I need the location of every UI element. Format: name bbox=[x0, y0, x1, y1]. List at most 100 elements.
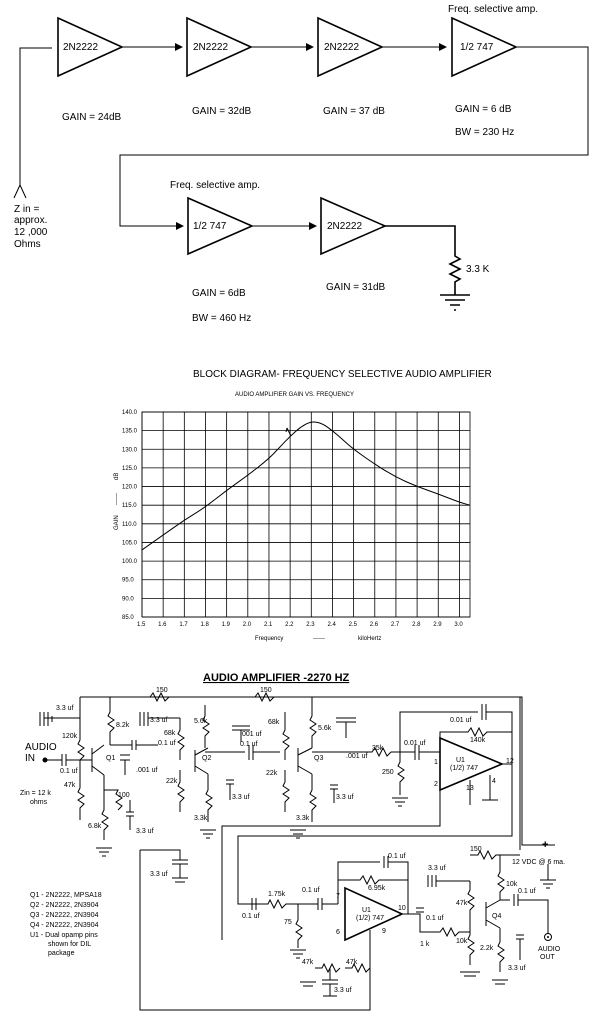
c01e-label: 0.1 uf bbox=[302, 887, 320, 894]
zin-label-2: ohms bbox=[30, 799, 48, 806]
r2-2k-q4 bbox=[497, 928, 505, 972]
c01d-label: 0.1 uf bbox=[242, 913, 260, 920]
r10k2-label: 10k bbox=[456, 938, 468, 945]
stage-5-label: 1/2 747 bbox=[193, 221, 227, 232]
parts-q3: Q3 - 2N2222, 2N3904 bbox=[30, 912, 99, 919]
chart-title: AUDIO AMPLIFIER GAIN VS. FREQUENCY bbox=[235, 392, 354, 398]
r10k-pot bbox=[467, 920, 475, 965]
stage-5-gain: GAIN = 6dB bbox=[192, 288, 246, 299]
q2-label: Q2 bbox=[202, 755, 211, 762]
wire-bottom-loop bbox=[139, 850, 371, 1011]
chart-y-tick-label: 100.0 bbox=[122, 559, 138, 565]
load-resistor bbox=[385, 225, 470, 311]
stage-5-title: Freq. selective amp. bbox=[170, 180, 260, 191]
stage-4-bandwidth: BW = 230 Hz bbox=[455, 127, 514, 138]
stage-2-amplifier: 2N2222 bbox=[186, 16, 253, 78]
chart-x-tick-label: 2.7 bbox=[391, 622, 400, 628]
cap-q2-emitter bbox=[226, 779, 234, 800]
r35k bbox=[312, 746, 415, 758]
c01uf-label: 0.01 uf bbox=[404, 740, 425, 747]
parts-q2: Q2 - 2N2222, 2N3904 bbox=[30, 902, 99, 909]
r56b-label: 5.6k bbox=[318, 725, 332, 732]
r140k bbox=[439, 726, 512, 748]
r1k bbox=[402, 913, 470, 938]
cap-q4-emitter bbox=[516, 934, 524, 960]
ground-bias-b bbox=[300, 981, 316, 987]
q1-label: Q1 bbox=[106, 755, 115, 762]
u1b-label: (1/2) 747 bbox=[450, 765, 478, 772]
input-cap bbox=[45, 754, 92, 766]
r10k-q4 bbox=[497, 855, 505, 900]
r68k-q2 bbox=[177, 718, 185, 760]
r6-95k bbox=[337, 874, 409, 914]
cap-3-3uf-q4 bbox=[427, 875, 470, 887]
c33d-label: 3.3 uf bbox=[232, 794, 250, 801]
chart-y-tick-label: 135.0 bbox=[122, 429, 138, 435]
chart-y-tick-label: 115.0 bbox=[122, 503, 137, 509]
ground-q1 bbox=[96, 847, 112, 857]
c001a-label: .001 uf bbox=[136, 767, 157, 774]
stage-2-gain: GAIN = 32dB bbox=[192, 106, 252, 117]
c33c-label: 3.3 uf bbox=[136, 828, 154, 835]
c33i-label: 3.3 uf bbox=[508, 965, 526, 972]
chart-x-tick-label: 2.8 bbox=[412, 622, 421, 628]
pin-4-label: 4 bbox=[492, 778, 496, 785]
chart-x-tick-label: 2.9 bbox=[433, 622, 442, 628]
input-impedance-line-3: 12 ,000 bbox=[14, 227, 48, 238]
r33b-label: 3.3k bbox=[296, 815, 310, 822]
pin-12-label: 12 bbox=[506, 758, 514, 765]
cap-q1-emitter bbox=[126, 800, 134, 830]
parts-q4: Q4 - 2N2222, 2N3904 bbox=[30, 922, 99, 929]
chart-x-tick-label: 2.2 bbox=[285, 622, 294, 628]
pin-10-label: 10 bbox=[398, 905, 406, 912]
resistor-150-mid bbox=[254, 691, 275, 703]
r35k-label: 35k bbox=[372, 745, 384, 752]
audio-out-label-1: AUDIO bbox=[538, 946, 561, 953]
r68k-q3 bbox=[282, 712, 290, 760]
r150b-label: 150 bbox=[260, 687, 272, 694]
parts-list: Q1 - 2N2222, MPSA18 Q2 - 2N2222, 2N3904 … bbox=[30, 892, 102, 957]
r8-2k bbox=[107, 697, 115, 745]
c001c-label: .001 uf bbox=[346, 753, 367, 760]
chart-x-tick-label: 1.7 bbox=[179, 622, 188, 628]
chart-y-tick-label: 105.0 bbox=[122, 540, 138, 546]
r47k-q1 bbox=[77, 768, 85, 820]
chart-x-tick-label: 1.9 bbox=[222, 622, 231, 628]
cap-3-3uf-bottom-left bbox=[140, 849, 188, 883]
u1-opamp-a bbox=[439, 736, 505, 792]
wire-supply bbox=[505, 696, 555, 846]
parts-u1-note-2: package bbox=[48, 950, 75, 957]
r100 bbox=[104, 789, 123, 811]
stage-6-label: 2N2222 bbox=[327, 221, 362, 232]
block-diagram-caption: BLOCK DIAGRAM- FREQUENCY SELECTIVE AUDIO… bbox=[193, 369, 492, 380]
cap-01-output bbox=[500, 894, 549, 934]
r47k-q4 bbox=[467, 881, 475, 920]
stage-3-gain: GAIN = 37 dB bbox=[323, 106, 385, 117]
cap-3-3uf-left bbox=[39, 712, 80, 726]
schematic-title: AUDIO AMPLIFIER -2270 HZ bbox=[203, 672, 350, 684]
u1a-supply-pins bbox=[469, 775, 498, 805]
chart-x-label-quantity: Frequency bbox=[255, 636, 283, 642]
cap-3-3uf-second bbox=[139, 712, 180, 726]
r3-3k-q2 bbox=[205, 774, 213, 822]
q4-transistor bbox=[485, 899, 501, 929]
gain-vs-frequency-chart: AUDIO AMPLIFIER GAIN VS. FREQUENCY 85.09… bbox=[114, 392, 471, 642]
r47k4-label: 47k bbox=[346, 959, 358, 966]
ground-q3 bbox=[290, 829, 306, 839]
stage-5-amplifier: 1/2 747 bbox=[187, 196, 254, 256]
ground-r250 bbox=[392, 797, 408, 807]
cap-01-out-b bbox=[416, 907, 424, 913]
stage-1-gain: GAIN = 24dB bbox=[62, 112, 122, 123]
r33a-label: 3.3k bbox=[194, 815, 208, 822]
q3-transistor bbox=[297, 747, 313, 775]
u1b-name: U1 bbox=[362, 907, 371, 914]
pin-1-label: 1 bbox=[434, 759, 438, 766]
wire-feedback bbox=[221, 790, 441, 940]
audio-out-terminal[interactable] bbox=[544, 933, 552, 941]
r250-label: 250 bbox=[382, 769, 394, 776]
stage-3-label: 2N2222 bbox=[324, 42, 359, 53]
stage-4-amplifier: 1/2 747 bbox=[451, 16, 518, 78]
chart-y-tick-label: 110.0 bbox=[122, 522, 137, 528]
ground-q4 bbox=[460, 971, 508, 985]
